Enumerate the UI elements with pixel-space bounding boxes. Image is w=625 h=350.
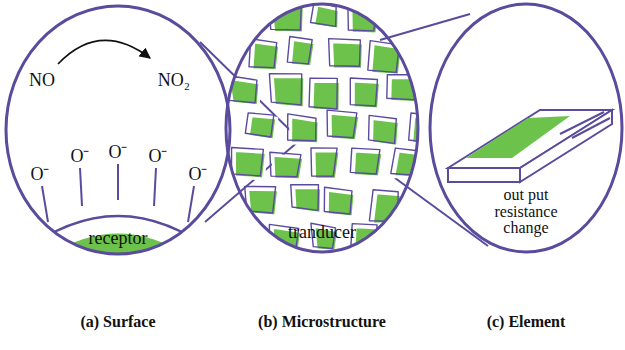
zoom-lines [200,14,488,246]
figure-caption: (c) Element [487,314,566,331]
element-ellipse [430,4,622,252]
reaction-arrow [58,40,150,64]
figure-caption: (a) Surface [80,314,155,331]
surface-ellipse [6,6,230,254]
ion-label: O⁻ [149,147,168,166]
ion-label: O⁻ [109,143,128,162]
sensor-element [448,110,612,182]
molecule-label: NO₂ [158,71,190,90]
molecule-label: NO [29,71,55,90]
figure-caption: (b) Microstructure [258,314,386,331]
grain-texture [226,1,446,259]
part-label: tranducer [288,223,356,242]
ion-label: O⁻ [189,165,208,184]
ion-label: O⁻ [31,165,50,184]
adsorption-bonds [42,164,194,222]
microstructure-ellipse [226,4,418,252]
ion-label: O⁻ [71,147,90,166]
part-label: receptor [89,229,148,248]
part-label: out put resistance change [480,187,572,237]
